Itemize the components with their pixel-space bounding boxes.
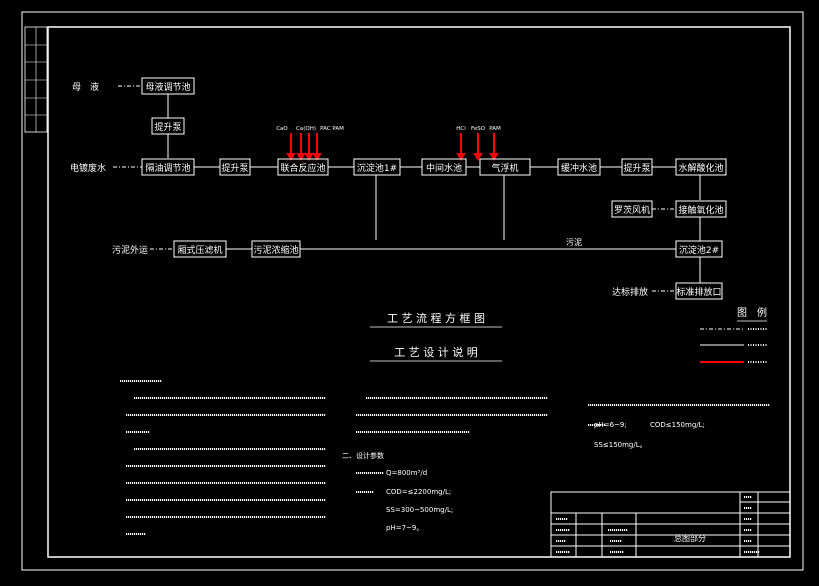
hydrolysis-tank-label: 水解酸化池 (678, 162, 723, 174)
inner-frame (47, 26, 791, 558)
sedimentation-2-label: 沉淀池2# (679, 244, 719, 256)
lift-pump-3-label: 提升泵 (623, 163, 650, 174)
sedimentation-1-label: 沉淀池1# (357, 162, 397, 174)
contact-oxidation-label: 接触氧化池 (678, 204, 723, 216)
lift-pump-1-label: 提升泵 (154, 122, 181, 133)
chem-feso: FeSO (471, 126, 486, 132)
revision-strip (24, 26, 48, 133)
section2-title: 二、设计参数 (342, 451, 384, 460)
param-ss: SS=300~500mg/L; (386, 506, 453, 514)
filter-press-label: 厢式压滤机 (177, 244, 222, 256)
filter-press-box (173, 240, 227, 258)
param-ph: pH=7~9。 (386, 524, 423, 532)
titleblock-text (556, 496, 760, 553)
chem-hcl: HCl (456, 126, 466, 132)
lift-pump-1-box (151, 117, 185, 135)
sludge-thickener-label: 污泥浓缩池 (253, 244, 298, 256)
wastewater-source: 电镀废水 (70, 162, 106, 174)
sludge-thickener-box (251, 240, 301, 258)
reaction-tank-label: 联合反应池 (280, 162, 325, 174)
contact-oxidation-box (675, 200, 727, 218)
legend-title: 图 例 (737, 306, 767, 319)
mother-tank-box (141, 77, 195, 95)
design-notes-title: 工 艺 设 计 说 明 (394, 345, 477, 359)
combined-reaction-box (277, 158, 329, 176)
note-text-left (120, 380, 326, 535)
sludge-line-label: 污泥 (566, 237, 582, 247)
lift-pump-3-box (621, 158, 653, 176)
lift-pump-2-box (219, 158, 251, 176)
buffer-tank-label: 缓冲水池 (561, 162, 597, 174)
chem-pam: PAM (489, 126, 501, 132)
intermediate-tank-box (421, 158, 467, 176)
flow-diagram-title: 工 艺 流 程 方 框 图 (387, 311, 485, 325)
legend: 图 例 (700, 306, 768, 363)
oil-tank-label: 隔油调节池 (145, 162, 190, 174)
discharge-label: 达标排放 (612, 286, 648, 298)
air-flotation-box (479, 158, 531, 176)
sludge-out-label: 污泥外运 (112, 244, 148, 256)
note-text-middle (356, 397, 548, 493)
sedimentation-2-box (675, 240, 723, 258)
standard-outlet-box (675, 282, 723, 300)
req-cod: COD≤150mg/L; (650, 421, 705, 429)
req-ss: SS≤150mg/L。 (594, 441, 647, 449)
mother-liquor-source: 母 液 (72, 81, 99, 93)
oil-separation-tank-box (141, 158, 195, 176)
param-cod: COD=≤2200mg/L; (386, 488, 451, 496)
hydrolysis-tank-box (675, 158, 727, 176)
air-flotation-label: 气浮机 (491, 162, 518, 174)
intermediate-tank-label: 中间水池 (426, 162, 462, 174)
roots-blower-box (611, 200, 653, 218)
standard-outlet-label: 标准排放口 (676, 286, 721, 298)
outer-frame (21, 11, 804, 571)
dosing-arrows (286, 133, 499, 161)
sedimentation-1-box (353, 158, 401, 176)
buffer-tank-box (557, 158, 601, 176)
mother-tank-label: 母液调节池 (145, 81, 190, 93)
title-block (550, 491, 791, 558)
chem-caoh: Ca(OH) (296, 126, 316, 132)
roots-blower-label: 罗茨风机 (614, 204, 650, 216)
lift-pump-2-label: 提升泵 (221, 163, 248, 174)
titleblock-name: 总图部分 (674, 533, 706, 543)
req-ph: pH=6~9; (594, 421, 627, 429)
chem-cao: CaO (276, 126, 288, 132)
param-q: Q=800m³/d (386, 469, 427, 477)
chem-pac-pam: PAC PAM (320, 126, 344, 132)
